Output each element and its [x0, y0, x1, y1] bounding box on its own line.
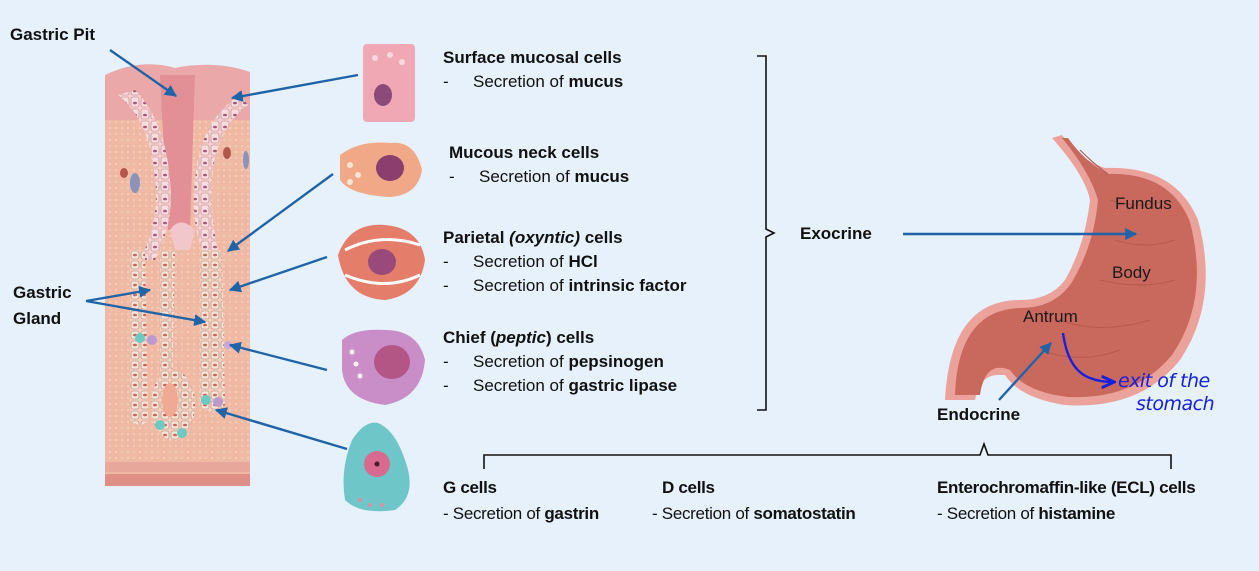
- cell-block-parietal: Parietal (oxyntic) cells -Secretion of H…: [443, 228, 687, 296]
- cell-block-mucous-neck: Mucous neck cells -Secretion of mucus: [449, 143, 629, 187]
- cell-title: Surface mucosal cells: [443, 48, 622, 67]
- arrow-chief: [228, 341, 328, 372]
- endocrine-label: Endocrine: [937, 405, 1021, 424]
- surface-mucosal-cell-image: [363, 44, 415, 122]
- cell-function: - Secretion of gastrin: [443, 504, 599, 523]
- gastric-pit-label: Gastric Pit: [10, 25, 96, 44]
- stomach-illustration: [945, 135, 1206, 406]
- endocrine-cell-g: G cells - Secretion of gastrin: [443, 478, 599, 524]
- arrow-parietal: [228, 255, 328, 293]
- cell-title: Enterochromaffin-like (ECL) cells: [937, 478, 1196, 497]
- exocrine-label: Exocrine: [800, 224, 872, 243]
- arrow-gastric-pit: [109, 49, 177, 97]
- handwritten-arrow: [1061, 332, 1113, 382]
- cell-function: -Secretion of HCl: [443, 252, 598, 271]
- arrow-mucous-neck: [227, 173, 334, 252]
- enteroendocrine-cell-image: [343, 422, 410, 512]
- cell-function: -Secretion of pepsinogen: [443, 352, 664, 371]
- gastric-gland-label-line2: Gland: [13, 309, 62, 328]
- handwritten-annotation-line2: stomach: [1136, 393, 1215, 415]
- cell-title: Chief (peptic) cells: [443, 328, 595, 347]
- cell-title: D cells: [662, 478, 715, 497]
- arrow-endocrine: [998, 342, 1052, 401]
- antrum-label: Antrum: [1023, 307, 1078, 326]
- cell-block-surface-mucosal: Surface mucosal cells -Secretion of mucu…: [443, 48, 623, 92]
- arrows: [85, 49, 1138, 451]
- arrow-enteroendocrine: [214, 407, 348, 451]
- arrow-gland-2: [85, 299, 207, 327]
- arrow-gland-1: [85, 285, 152, 303]
- endocrine-cell-d: D cells - Secretion of somatostatin: [652, 478, 856, 524]
- exocrine-bracket: [757, 55, 776, 411]
- gastric-tissue-illustration: [105, 64, 250, 486]
- cell-function: -Secretion of intrinsic factor: [443, 276, 687, 295]
- cell-title: Parietal (oxyntic) cells: [443, 228, 623, 247]
- body-label: Body: [1112, 263, 1151, 282]
- cell-title: Mucous neck cells: [449, 143, 600, 162]
- handwritten-annotation-line1: exit of the: [1118, 370, 1210, 392]
- arrow-surface-mucosal: [230, 73, 359, 102]
- chief-cell-image: [342, 329, 425, 405]
- gastric-gland-label: Gastric Gland: [13, 280, 72, 332]
- endocrine-cell-ecl: Enterochromaffin-like (ECL) cells - Secr…: [937, 478, 1196, 524]
- cell-function: -Secretion of mucus: [449, 167, 630, 186]
- fundus-label: Fundus: [1115, 194, 1172, 213]
- endocrine-bracket: [483, 441, 1172, 469]
- mucous-neck-cell-image: [340, 142, 422, 197]
- cell-function: -Secretion of gastric lipase: [443, 376, 678, 395]
- parietal-cell-image: [338, 224, 425, 300]
- cell-title: G cells: [443, 478, 497, 497]
- gastric-gland-label-line1: Gastric: [13, 283, 72, 302]
- cell-block-chief: Chief (peptic) cells -Secretion of pepsi…: [443, 328, 677, 396]
- cell-function: - Secretion of somatostatin: [652, 504, 856, 523]
- cell-function: - Secretion of histamine: [937, 504, 1115, 523]
- cell-function: -Secretion of mucus: [443, 72, 624, 91]
